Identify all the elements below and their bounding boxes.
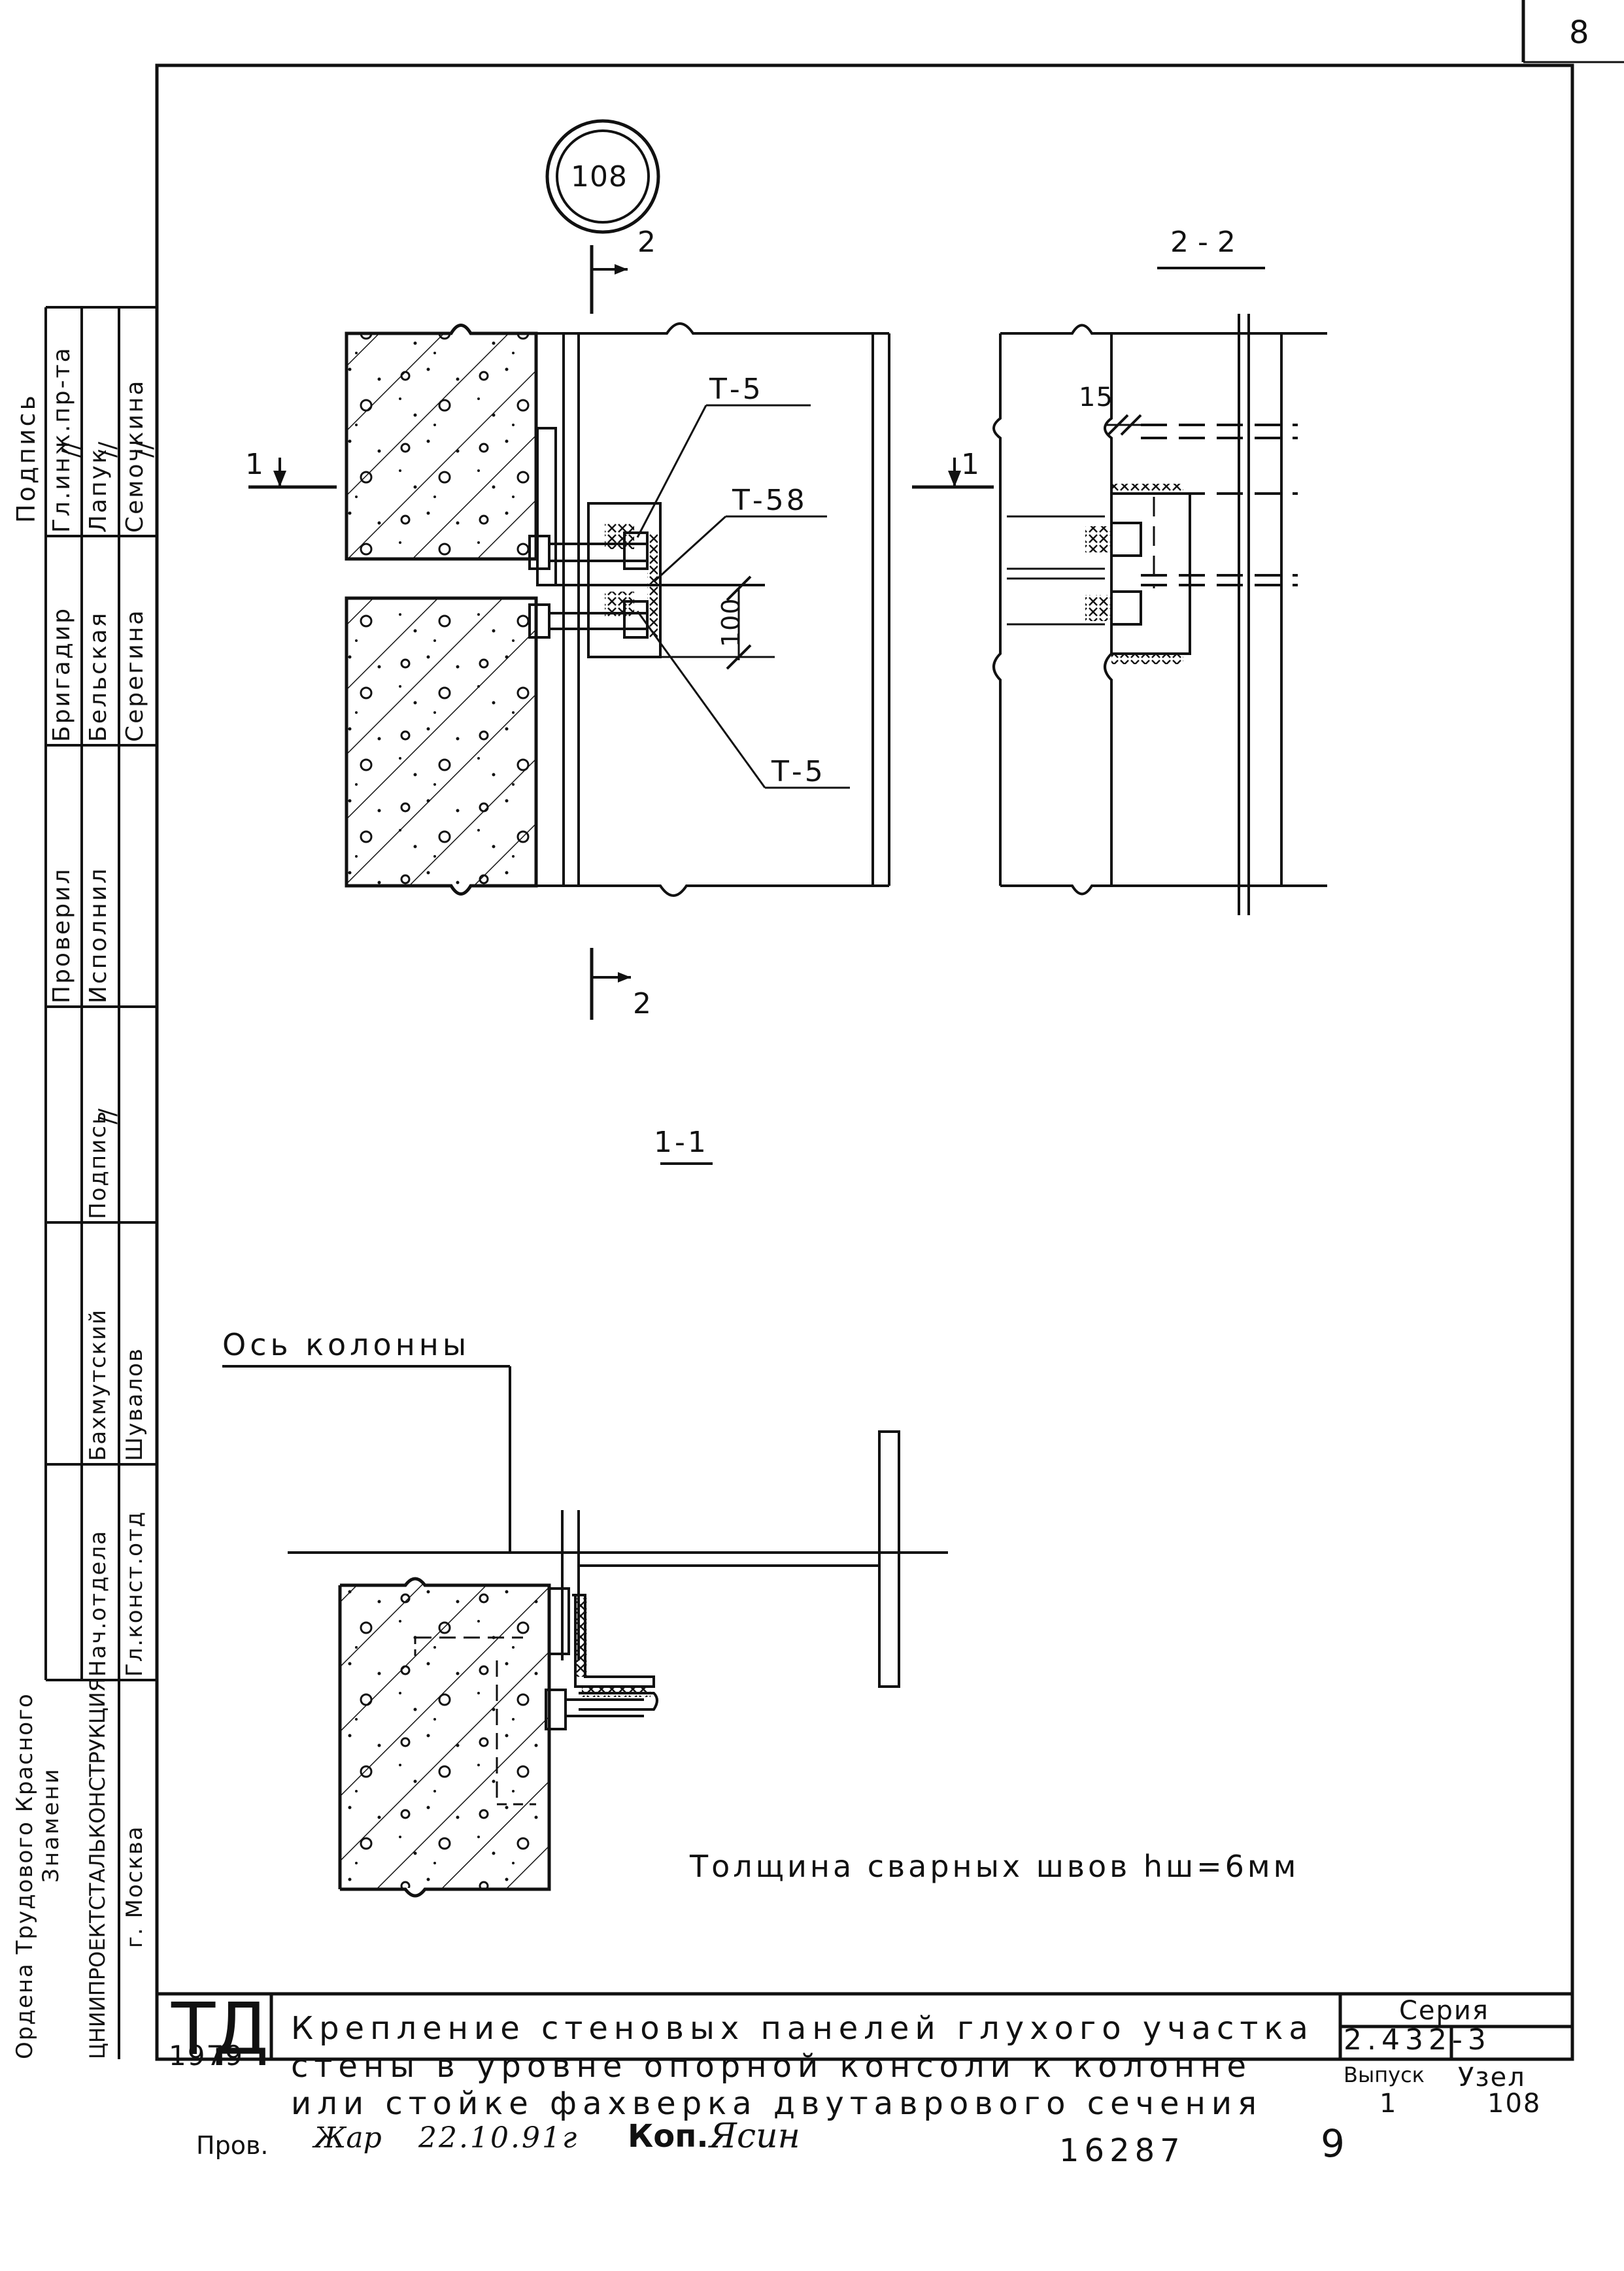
stamp-role-brigadier: Бригадир bbox=[48, 606, 75, 742]
stamp-signature-mark-3: // bbox=[131, 441, 158, 458]
stamp-signature-mark-2: // bbox=[94, 441, 121, 458]
node-label: Узел bbox=[1458, 2062, 1526, 2093]
title-block-year: 1979 bbox=[169, 2040, 244, 2072]
stamp-role-executed: Исполнил bbox=[85, 866, 112, 1003]
section-2-mark-bottom: 2 bbox=[633, 987, 654, 1020]
section-1-mark-right: 1 bbox=[961, 448, 982, 481]
stamp-name-belskaya: Бельская bbox=[85, 611, 112, 742]
drawing-title-line-1: Крепление стеновых панелей глухого участ… bbox=[291, 2010, 1314, 2047]
column-axis-label: Ось колонны bbox=[222, 1327, 471, 1362]
stamp-dept-role-head: Нач.отдела bbox=[85, 1530, 111, 1677]
dimension-15: 15 bbox=[1079, 382, 1113, 412]
stamp-dept-role-chief-designer: Гл.конст.отд bbox=[122, 1510, 148, 1677]
weld-thickness-note: Толщина сварных швов hш=6мм bbox=[690, 1849, 1300, 1884]
stamp-name-lapuk: Лапук bbox=[85, 447, 112, 533]
section-1-1-view bbox=[222, 1162, 948, 1898]
stamp-name-seregina: Серегина bbox=[122, 608, 148, 742]
title-block-grid bbox=[157, 1994, 1572, 2061]
archive-number: 16287 bbox=[1059, 2132, 1185, 2169]
stamp-org-line-4: г. Москва bbox=[122, 1825, 148, 1948]
stamp-dept-signature-mark: // bbox=[94, 1108, 121, 1124]
drawing-title-line-3: или стойке фахверка двутаврового сечения bbox=[291, 2085, 1262, 2122]
drawing-title-line-2: стены в уровне опорной консоли к колонне bbox=[291, 2048, 1253, 2085]
section-2-2-title: 2-2 bbox=[1170, 226, 1245, 259]
stamp-dept-name-bakhmutsky: Бахмутский bbox=[85, 1308, 111, 1461]
stamp-org-line-1: Ордена Трудового Красного bbox=[12, 1692, 38, 2059]
organization-logo: ТД bbox=[171, 1987, 269, 2071]
node-marker-number: 108 bbox=[571, 160, 628, 193]
front-view bbox=[248, 245, 994, 1020]
stamp-role-checked: Проверил bbox=[48, 867, 75, 1003]
section-1-mark-left: 1 bbox=[245, 448, 266, 481]
side-stamp-grid bbox=[44, 306, 157, 2059]
stamp-role-chief-engineer: Гл.инж.пр-та bbox=[48, 346, 75, 533]
node-marker bbox=[545, 119, 660, 234]
copy-label: Коп. bbox=[628, 2118, 709, 2155]
check-signature: Жар bbox=[314, 2121, 382, 2155]
stamp-org-line-3: ЦНИИПРОЕКТСТАЛЬКОНСТРУКЦИЯ bbox=[85, 1677, 110, 2059]
check-date: 22.10.91г bbox=[418, 2121, 579, 2155]
check-label: Пров. bbox=[196, 2131, 269, 2160]
page-number: 8 bbox=[1569, 14, 1592, 51]
copy-signature: Ясин bbox=[709, 2117, 800, 2156]
section-2-mark-top: 2 bbox=[637, 226, 658, 259]
dimension-100: 100 bbox=[717, 597, 745, 647]
issue-value: 1 bbox=[1379, 2089, 1399, 2119]
callout-t5-top: Т-5 bbox=[709, 373, 764, 406]
sheet-index: 9 bbox=[1321, 2121, 1347, 2166]
stamp-dept-signature-header: Подпись bbox=[85, 1110, 111, 1219]
callout-t58: Т-58 bbox=[732, 484, 807, 517]
issue-label: Выпуск bbox=[1344, 2062, 1425, 2087]
callout-t5-bottom: Т-5 bbox=[771, 755, 826, 788]
series-value: 2.432-3 bbox=[1344, 2023, 1491, 2057]
section-1-1-title: 1-1 bbox=[654, 1126, 709, 1159]
stamp-org-line-2: Знамени bbox=[38, 1767, 64, 1883]
stamp-signature-header: Подпись bbox=[12, 393, 41, 523]
node-value: 108 bbox=[1487, 2089, 1542, 2119]
stamp-signature-mark-1: // bbox=[58, 441, 84, 458]
series-label: Серия bbox=[1399, 1996, 1489, 2026]
stamp-dept-name-shuvalov: Шувалов bbox=[122, 1347, 148, 1461]
section-2-2-view bbox=[992, 267, 1327, 915]
